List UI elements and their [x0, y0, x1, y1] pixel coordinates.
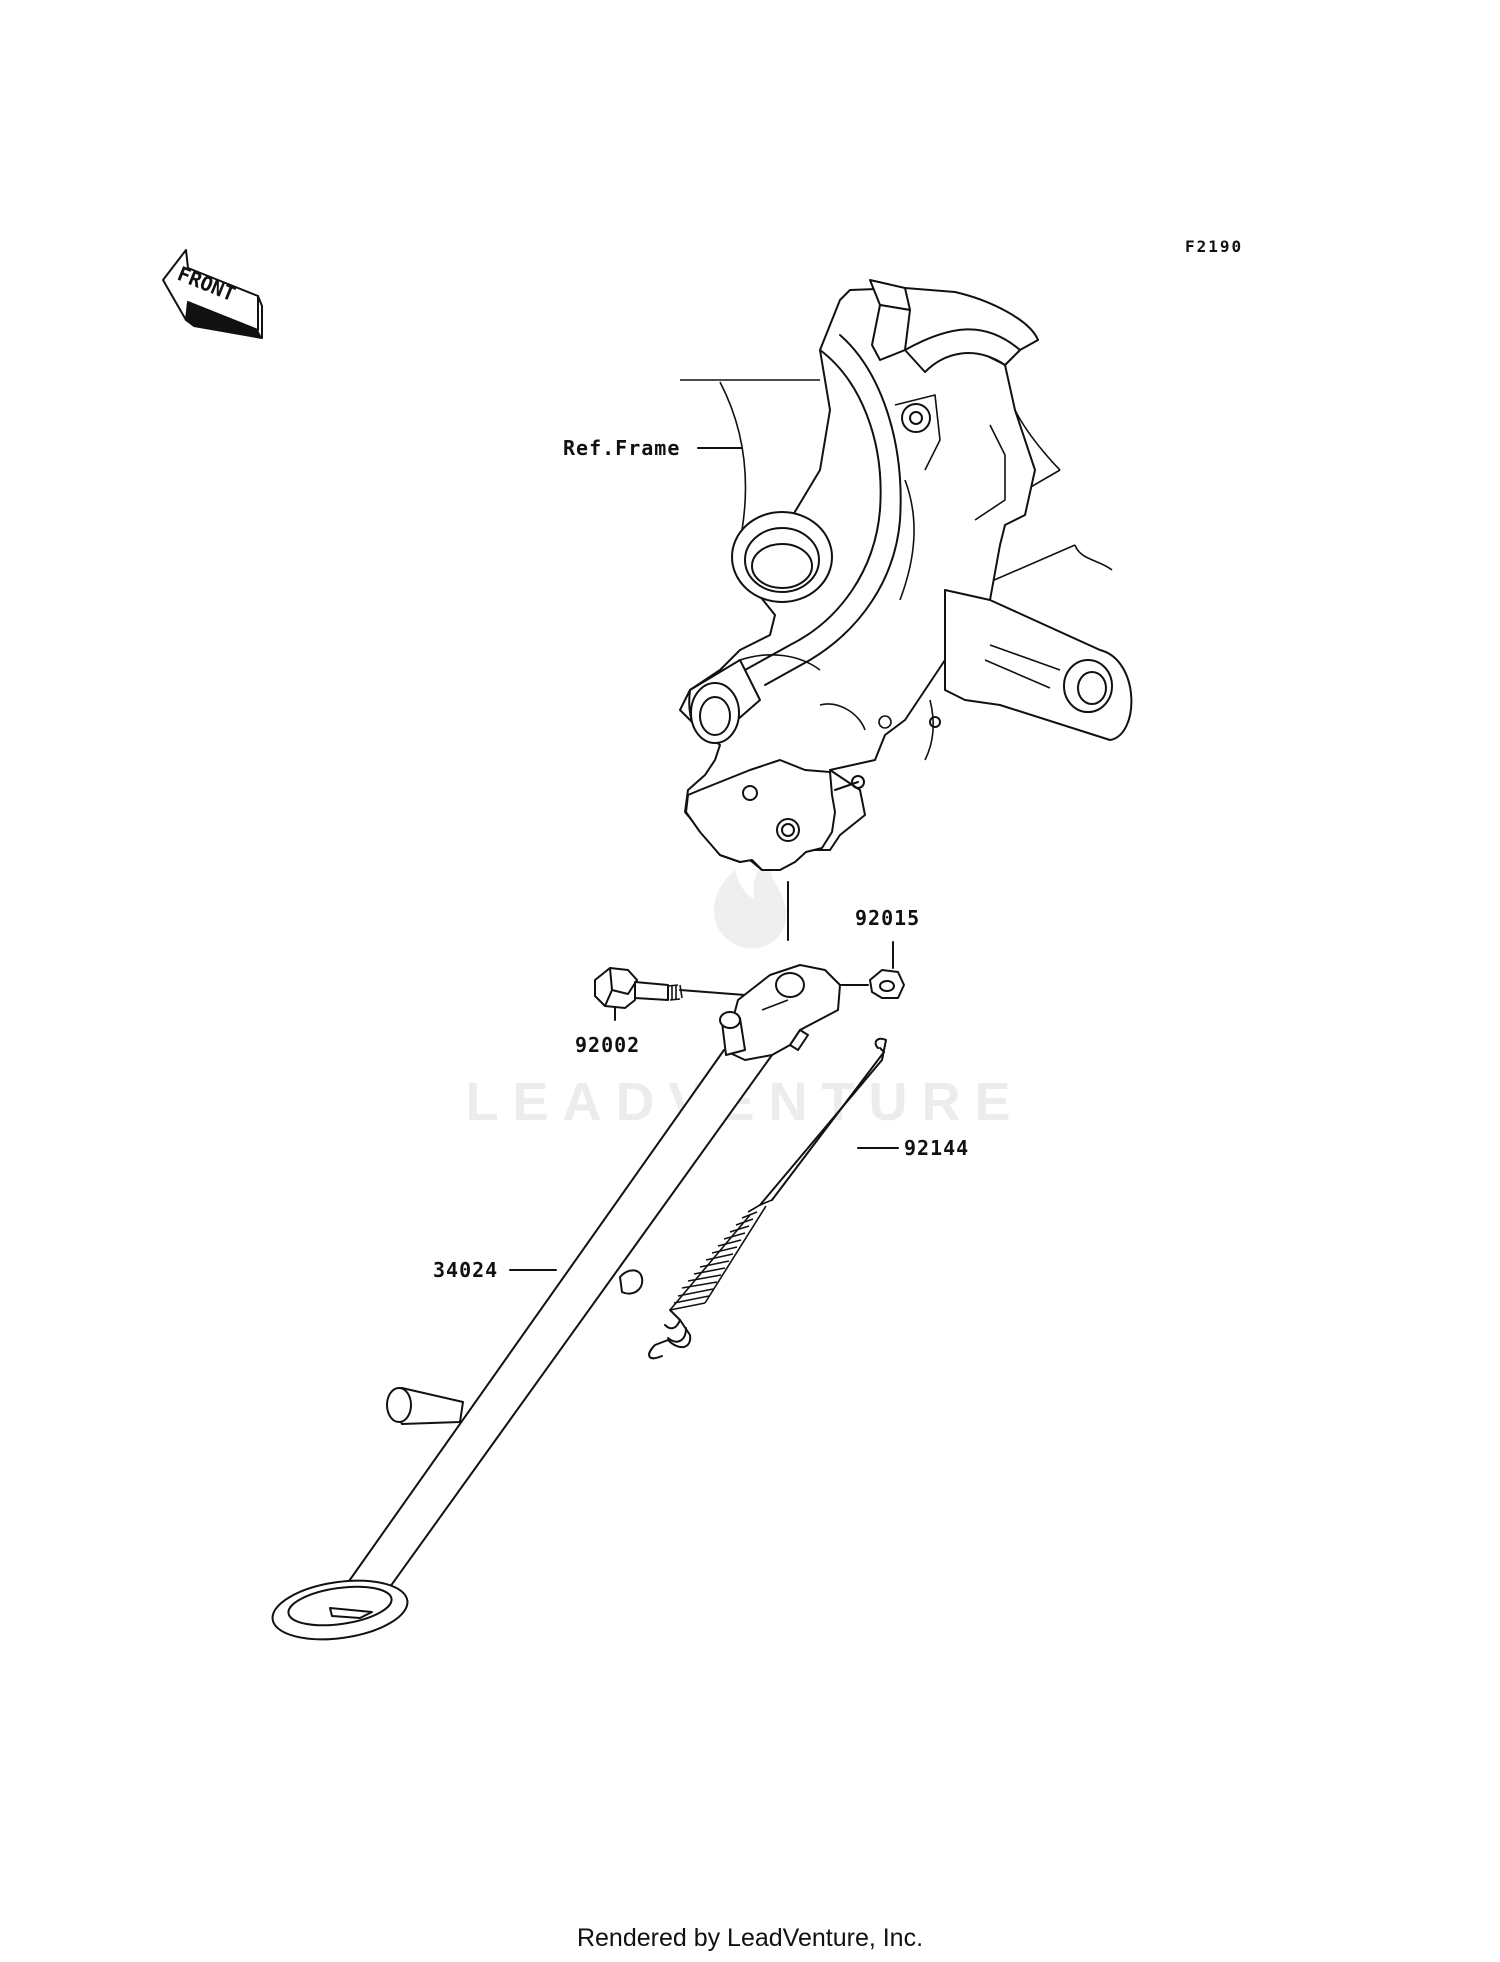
callout-92002-label: 92002 [575, 1033, 640, 1057]
callout-92144: 92144 [857, 1136, 969, 1160]
watermark-flame-icon [713, 860, 787, 949]
figure-code: F2190 [1185, 237, 1243, 256]
callout-92015-label: 92015 [855, 906, 920, 930]
callout-34024-label: 34024 [433, 1258, 498, 1282]
front-arrow-label: FRONT [174, 261, 239, 306]
callout-ref-frame: Ref.Frame [563, 436, 743, 460]
callout-ref-frame-label: Ref.Frame [563, 436, 680, 460]
bolt-92002 [594, 967, 746, 1021]
side-stand-34024 [271, 964, 841, 1641]
callout-92002: 92002 [575, 1033, 640, 1057]
spring-92144 [648, 1037, 887, 1360]
footer-credit: Rendered by LeadVenture, Inc. [576, 1924, 924, 1952]
front-arrow-icon: FRONT [162, 249, 263, 339]
callout-92015: 92015 [855, 906, 920, 930]
callout-92144-label: 92144 [904, 1136, 969, 1160]
nut-92015 [837, 941, 905, 999]
callout-34024: 34024 [433, 1258, 557, 1282]
frame-drawing [679, 279, 1133, 871]
